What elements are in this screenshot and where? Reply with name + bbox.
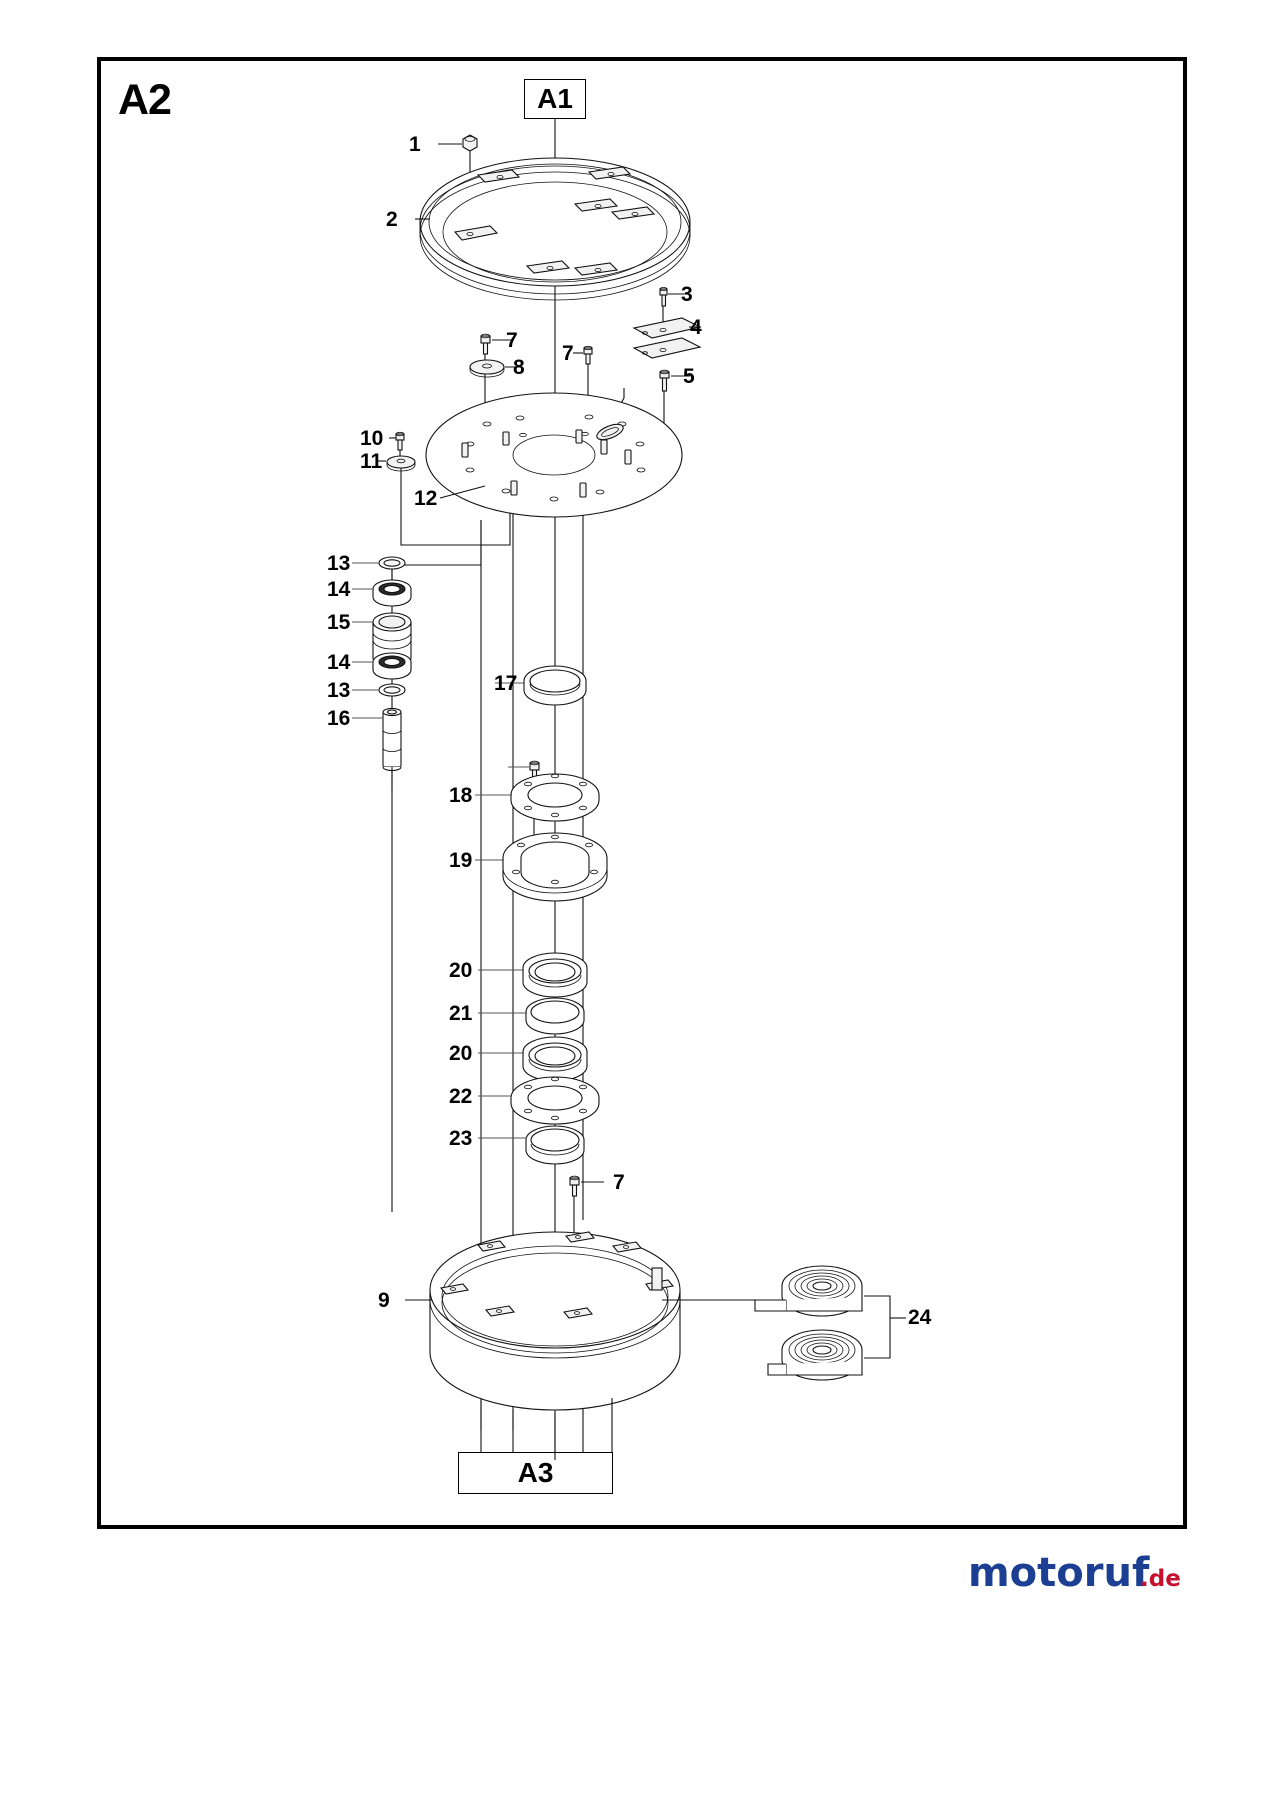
callout-15[interactable]: 15 xyxy=(327,611,351,634)
watermark-logo: motoruf .de xyxy=(968,1550,1181,1596)
callout-8[interactable]: 8 xyxy=(513,356,525,379)
callout-7a[interactable]: 7 xyxy=(506,329,518,352)
callout-21[interactable]: 21 xyxy=(449,1002,473,1025)
watermark-name: motoruf xyxy=(968,1550,1150,1596)
callout-23[interactable]: 23 xyxy=(449,1127,473,1150)
callout-11[interactable]: 11 xyxy=(360,450,383,473)
drawing-frame xyxy=(97,57,1187,1529)
callout-24[interactable]: 24 xyxy=(908,1306,932,1329)
callout-14a[interactable]: 14 xyxy=(327,578,351,601)
callout-19[interactable]: 19 xyxy=(449,849,473,872)
watermark-suffix: .de xyxy=(1140,1566,1181,1592)
callout-12[interactable]: 12 xyxy=(414,487,438,510)
callout-1[interactable]: 1 xyxy=(409,133,421,156)
callout-7d[interactable]: 7 xyxy=(613,1171,625,1194)
callout-5[interactable]: 5 xyxy=(683,365,695,388)
callout-20a[interactable]: 20 xyxy=(449,959,473,982)
callout-13a[interactable]: 13 xyxy=(327,552,351,575)
callout-22[interactable]: 22 xyxy=(449,1085,473,1108)
reference-box-a1[interactable]: A1 xyxy=(524,79,586,119)
callout-4[interactable]: 4 xyxy=(690,316,702,339)
callout-7b[interactable]: 7 xyxy=(562,342,574,365)
callout-16[interactable]: 16 xyxy=(327,707,351,730)
callout-20b[interactable]: 20 xyxy=(449,1042,473,1065)
callout-18[interactable]: 18 xyxy=(449,784,473,807)
callout-9[interactable]: 9 xyxy=(378,1289,390,1312)
reference-box-a3[interactable]: A3 xyxy=(458,1452,613,1494)
callout-3[interactable]: 3 xyxy=(681,283,693,306)
callout-2[interactable]: 2 xyxy=(386,208,398,231)
sheet-label-a2: A2 xyxy=(118,76,172,124)
callout-13b[interactable]: 13 xyxy=(327,679,351,702)
callout-17[interactable]: 17 xyxy=(494,672,518,695)
callout-14b[interactable]: 14 xyxy=(327,651,351,674)
callout-10[interactable]: 10 xyxy=(360,427,384,450)
